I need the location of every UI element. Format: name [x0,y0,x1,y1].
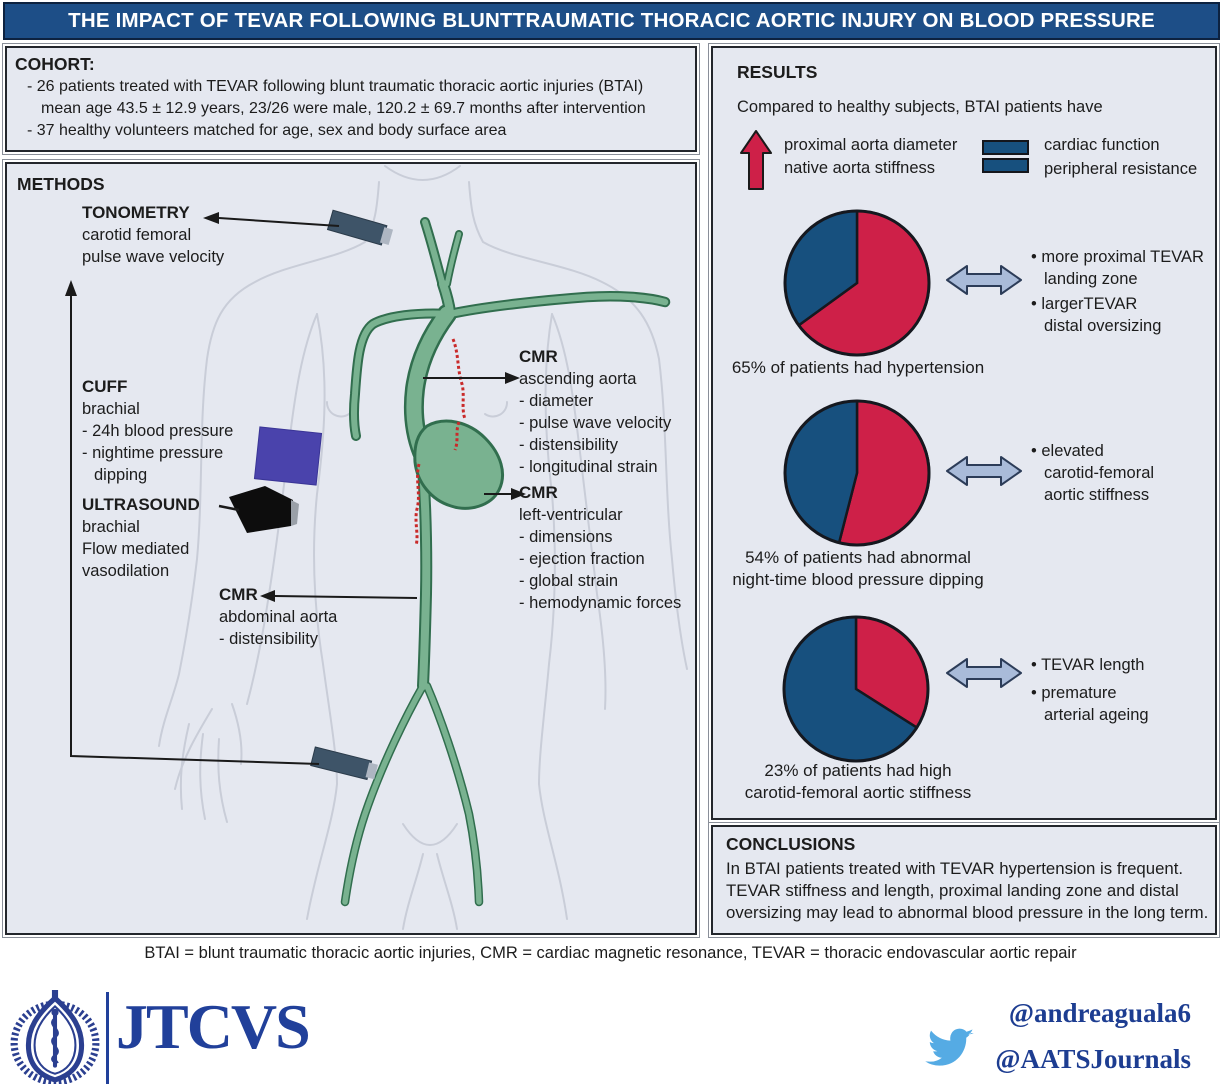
finding-line: • elevated [1031,442,1104,460]
finding-line: • TEVAR length [1031,656,1145,674]
aats-emblem-icon [10,990,100,1084]
pie-caption: 23% of patients had high carotid-femoral… [744,761,972,802]
heart-shape [413,419,504,510]
abbreviations-footer: BTAI = blunt traumatic thoracic aortic i… [144,944,1077,962]
twitter-bird-icon [925,1028,974,1066]
aorta-tree [342,219,669,905]
cohort-line: mean age 43.5 ± 12.9 years, 23/26 were m… [41,100,646,117]
author-twitter-handle[interactable]: @andreaguala6 [1008,998,1191,1028]
pie-caption: 65% of patients had hypertension [731,358,985,377]
finding-line: landing zone [1044,270,1138,288]
ultrasound-label: ULTRASOUND brachial Flow mediated vasodi… [82,495,200,580]
journal-twitter-handle[interactable]: @AATSJournals [995,1044,1191,1074]
results-intro: Compared to healthy subjects, BTAI patie… [737,98,1103,116]
finding-line: distal oversizing [1044,317,1162,335]
equals-bars-icon [982,140,1029,173]
finding-line: • largerTEVAR [1031,295,1138,313]
methods-box: METHODS TONOMETRY carotid femoral pulse … [2,159,700,938]
conclusions-line: oversizing may lead to abnormal blood pr… [726,903,1209,922]
cohort-heading: COHORT: [15,54,95,74]
legend-equal-item: peripheral resistance [1044,160,1198,178]
cohort-box: COHORT: - 26 patients treated with TEVAR… [2,43,700,155]
tonometry-probe-neck [326,209,394,246]
ultrasound-probe-tip [291,500,299,526]
finding-line: • more proximal TEVAR [1031,248,1204,266]
cohort-line: - 37 healthy volunteers matched for age,… [27,122,507,139]
conclusions-box: CONCLUSIONS In BTAI patients treated wit… [708,822,1220,938]
finding-line: • premature [1031,684,1117,702]
pie-caption: 54% of patients had abnormal night-time … [732,548,984,589]
logo-divider [106,992,109,1084]
results-heading: RESULTS [737,62,818,82]
conclusions-line: TEVAR stiffness and length, proximal lan… [726,881,1179,900]
blood-pressure-cuff [253,426,323,486]
injury-marks [414,338,467,547]
finding-line: arterial ageing [1044,706,1149,724]
cmr-ascending-label: CMR ascending aorta - diameter - pulse w… [519,347,672,476]
legend-increase-item: proximal aorta diameter [784,136,958,154]
cohort-line: - 26 patients treated with TEVAR followi… [27,78,644,95]
poster-title: THE IMPACT OF TEVAR FOLLOWING BLUNTTRAUM… [68,9,1155,32]
double-headed-arrow-icon [946,456,1022,486]
up-arrow-icon [740,130,772,190]
legend-increase-item: native aorta stiffness [784,159,936,177]
results-box: RESULTS Compared to healthy subjects, BT… [708,43,1220,823]
legend-equal-item: cardiac function [1044,136,1160,154]
cuff-label: CUFF brachial - 24h blood pressure - nig… [82,377,234,484]
double-headed-arrow-icon [946,265,1022,295]
tonometry-label: TONOMETRY carotid femoral pulse wave vel… [82,203,225,266]
pie-chart-night-dipping [779,395,935,556]
conclusions-heading: CONCLUSIONS [726,834,856,854]
pie-chart-hypertension [779,205,935,366]
double-headed-arrow-icon [946,658,1022,688]
methods-heading: METHODS [17,174,105,194]
finding-line: carotid-femoral [1044,464,1155,482]
annotation-arrowheads [65,212,526,602]
conclusions-line: In BTAI patients treated with TEVAR hype… [726,859,1184,878]
finding-line: aortic stiffness [1044,486,1150,504]
journal-logo: JTCVS [116,991,311,1062]
cmr-left-ventricular-label: CMR left-ventricular - dimensions - ejec… [519,483,682,612]
body-vasculature-illustration [65,165,688,930]
ultrasound-probe [229,486,293,533]
title-banner: THE IMPACT OF TEVAR FOLLOWING BLUNTTRAUM… [3,2,1220,40]
pie-chart-aortic-stiffness [778,611,934,772]
torso-outline [158,165,688,930]
tonometry-probe-femoral [310,746,378,781]
annotation-lines [70,217,511,765]
cmr-abdominal-label: CMR abdominal aorta - distensibility [219,585,338,648]
